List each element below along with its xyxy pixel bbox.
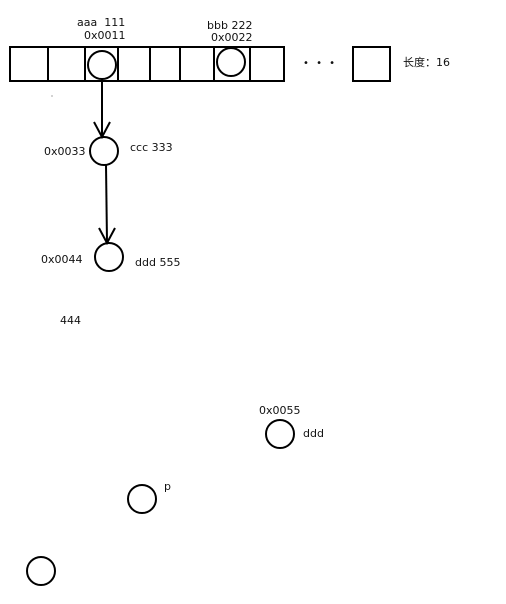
array-cell xyxy=(249,46,285,82)
array-ellipsis: • • • xyxy=(303,58,338,69)
edge-aaa-to-ccc xyxy=(93,79,111,140)
array-cell xyxy=(9,46,49,82)
node-bbb-circle xyxy=(216,47,246,77)
node-ccc-address: 0x0033 xyxy=(44,145,86,158)
array-cell xyxy=(149,46,181,82)
node-aaa-circle xyxy=(87,50,117,80)
node-aaa-label: aaa 111 xyxy=(77,16,126,29)
node-bbb-address: 0x0022 xyxy=(211,31,253,44)
node-bbb-label: bbb 222 xyxy=(207,19,253,32)
stray-dot xyxy=(51,95,53,97)
node-ddd-555-address: 0x0044 xyxy=(41,253,83,266)
node-ddd-0055-circle xyxy=(265,419,295,449)
node-ddd-0055-label: ddd xyxy=(303,427,324,440)
node-ccc-circle xyxy=(89,136,119,166)
array-cell xyxy=(179,46,215,82)
array-cell xyxy=(84,46,119,82)
array-length-label: 长度：16 xyxy=(403,56,450,69)
node-p-circle xyxy=(127,484,157,514)
array-cell xyxy=(47,46,86,82)
node-blank-circle xyxy=(26,556,56,586)
array-bar xyxy=(9,46,285,82)
node-p-label: p xyxy=(164,480,171,493)
node-ccc-label: ccc 333 xyxy=(130,141,173,154)
edge-ccc-to-ddd xyxy=(98,164,116,246)
node-aaa-address: 0x0011 xyxy=(84,29,126,42)
array-cell xyxy=(117,46,151,82)
node-ddd-555-circle xyxy=(94,242,124,272)
node-ddd-555-label: ddd 555 xyxy=(135,256,181,269)
node-ddd-0055-address: 0x0055 xyxy=(259,404,301,417)
array-last-cell xyxy=(352,46,391,82)
free-value-444: 444 xyxy=(60,314,81,327)
